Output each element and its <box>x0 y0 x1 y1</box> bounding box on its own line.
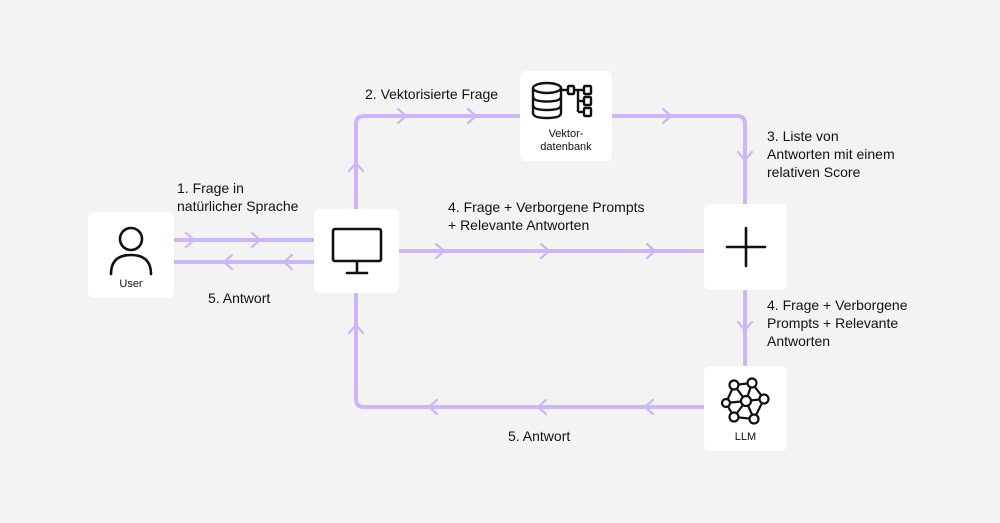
user-icon <box>109 226 153 276</box>
arrow-up <box>347 323 365 335</box>
llm-node[interactable]: LLM <box>704 366 787 451</box>
arrow-left <box>643 398 655 416</box>
computer-node[interactable] <box>314 209 399 293</box>
arrow-right <box>661 107 673 125</box>
arrow-right <box>645 242 657 260</box>
user-node[interactable]: User <box>88 212 174 298</box>
connector-llm-to-computer <box>354 290 706 409</box>
arrow-right <box>250 231 262 249</box>
arrow-down <box>736 320 754 332</box>
monitor-icon <box>331 227 383 275</box>
label-step5-user-answer: 5. Antwort <box>208 290 271 306</box>
vector-db-label: Vektor- datenbank <box>540 128 592 153</box>
llm-label: LLM <box>734 431 757 443</box>
arrow-up <box>347 161 365 173</box>
plus-icon <box>725 226 767 268</box>
arrow-left <box>427 398 439 416</box>
label-step1-question: 1. Frage in natürlicher Sprache <box>177 180 299 214</box>
label-step5-llm-answer: 5. Antwort <box>508 428 571 444</box>
arrow-left <box>222 253 234 271</box>
arrow-down <box>736 150 754 162</box>
connector-computer-to-vectordb <box>354 114 524 212</box>
connector-vectordb-to-combiner <box>610 114 747 207</box>
vector-db-node[interactable]: Vektor- datenbank <box>520 71 612 161</box>
label-step3-answer-list: 3. Liste von Antworten mit einem relativ… <box>767 128 895 180</box>
combiner-node[interactable] <box>704 204 787 290</box>
label-step2-vectorized-question: 2. Vektorisierte Frage <box>365 86 499 102</box>
arrow-right <box>466 107 478 125</box>
arrow-right <box>539 242 551 260</box>
database-tree-icon <box>531 81 593 120</box>
arrow-right <box>396 107 408 125</box>
arrow-right <box>184 231 196 249</box>
arrow-left <box>536 398 548 416</box>
arrow-left <box>282 253 294 271</box>
arrow-right <box>434 242 446 260</box>
label-step4-right: 4. Frage + Verborgene Prompts + Relevant… <box>767 297 908 349</box>
user-label: User <box>119 278 143 290</box>
label-step4-middle: 4. Frage + Verborgene Prompts + Relevant… <box>448 199 645 233</box>
network-graph-icon <box>720 377 770 425</box>
